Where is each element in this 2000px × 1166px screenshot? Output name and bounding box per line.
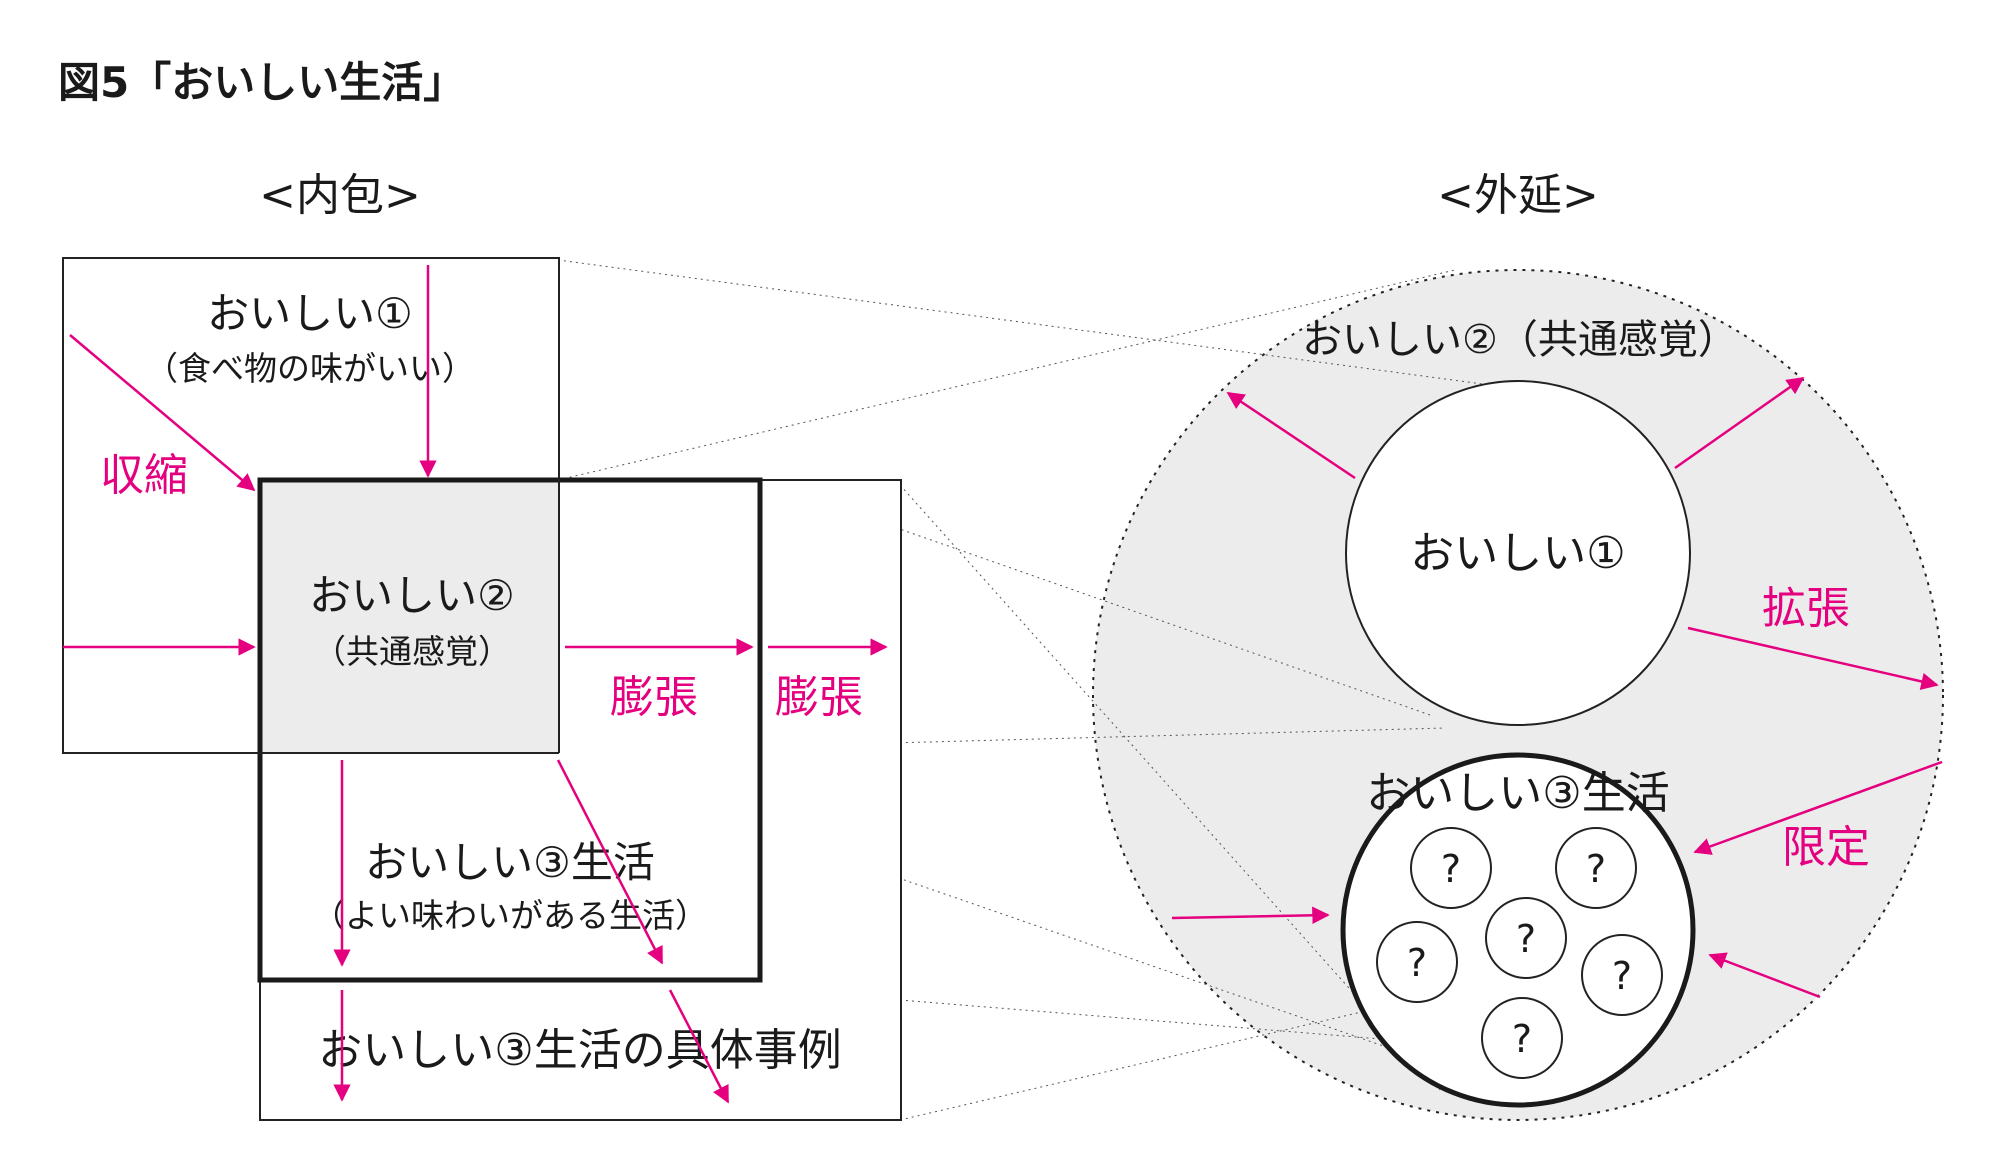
box2-sub: （共通感覚） bbox=[313, 632, 511, 671]
extension-arrows bbox=[1171, 376, 1943, 999]
intension-heading: <内包> bbox=[259, 170, 421, 221]
circle-oishii-1 bbox=[1345, 380, 1691, 726]
unknown-mark: ? bbox=[1612, 954, 1632, 998]
label-shrink: 収縮 bbox=[100, 450, 188, 501]
unknown-circle bbox=[1410, 827, 1492, 909]
unknown-circle bbox=[1376, 921, 1458, 1003]
unknown-cases: ? ? ? ? ? ? bbox=[1376, 827, 1663, 1079]
box1-title: おいしい① bbox=[207, 289, 413, 338]
intension-arrows bbox=[63, 265, 888, 1104]
box4-title: おいしい③生活の具体事例 bbox=[318, 1025, 841, 1076]
unknown-mark: ? bbox=[1586, 847, 1606, 891]
label-expand-2: 膨張 bbox=[775, 672, 863, 723]
unknown-circle bbox=[1555, 827, 1637, 909]
unknown-mark: ? bbox=[1407, 941, 1427, 985]
circle3-label: おいしい③生活 bbox=[1366, 768, 1669, 819]
unknown-circle bbox=[1485, 897, 1567, 979]
box3-title: おいしい③生活 bbox=[365, 838, 655, 887]
figure-title: 図5「おいしい生活」 bbox=[58, 58, 465, 107]
unknown-mark: ? bbox=[1441, 847, 1461, 891]
box1-sub: （食べ物の味がいい） bbox=[145, 349, 475, 388]
unknown-mark: ? bbox=[1516, 917, 1536, 961]
label-expand-1: 膨張 bbox=[610, 672, 698, 723]
outer-label: おいしい②（共通感覚） bbox=[1302, 317, 1738, 363]
unknown-mark: ? bbox=[1512, 1017, 1532, 1061]
extension-heading: <外延> bbox=[1437, 170, 1599, 221]
unknown-circle bbox=[1481, 997, 1563, 1079]
unknown-circle bbox=[1581, 934, 1663, 1016]
connector-lines bbox=[557, 259, 1491, 1121]
box-oishii-3 bbox=[257, 477, 763, 983]
box3-sub: （よい味わいがある生活） bbox=[312, 896, 708, 935]
box2-title: おいしい② bbox=[309, 571, 515, 620]
label-limit: 限定 bbox=[1782, 822, 1870, 873]
label-extend: 拡張 bbox=[1762, 583, 1850, 634]
box-overlap-shade bbox=[260, 480, 559, 753]
circle1-label: おいしい① bbox=[1410, 528, 1625, 579]
